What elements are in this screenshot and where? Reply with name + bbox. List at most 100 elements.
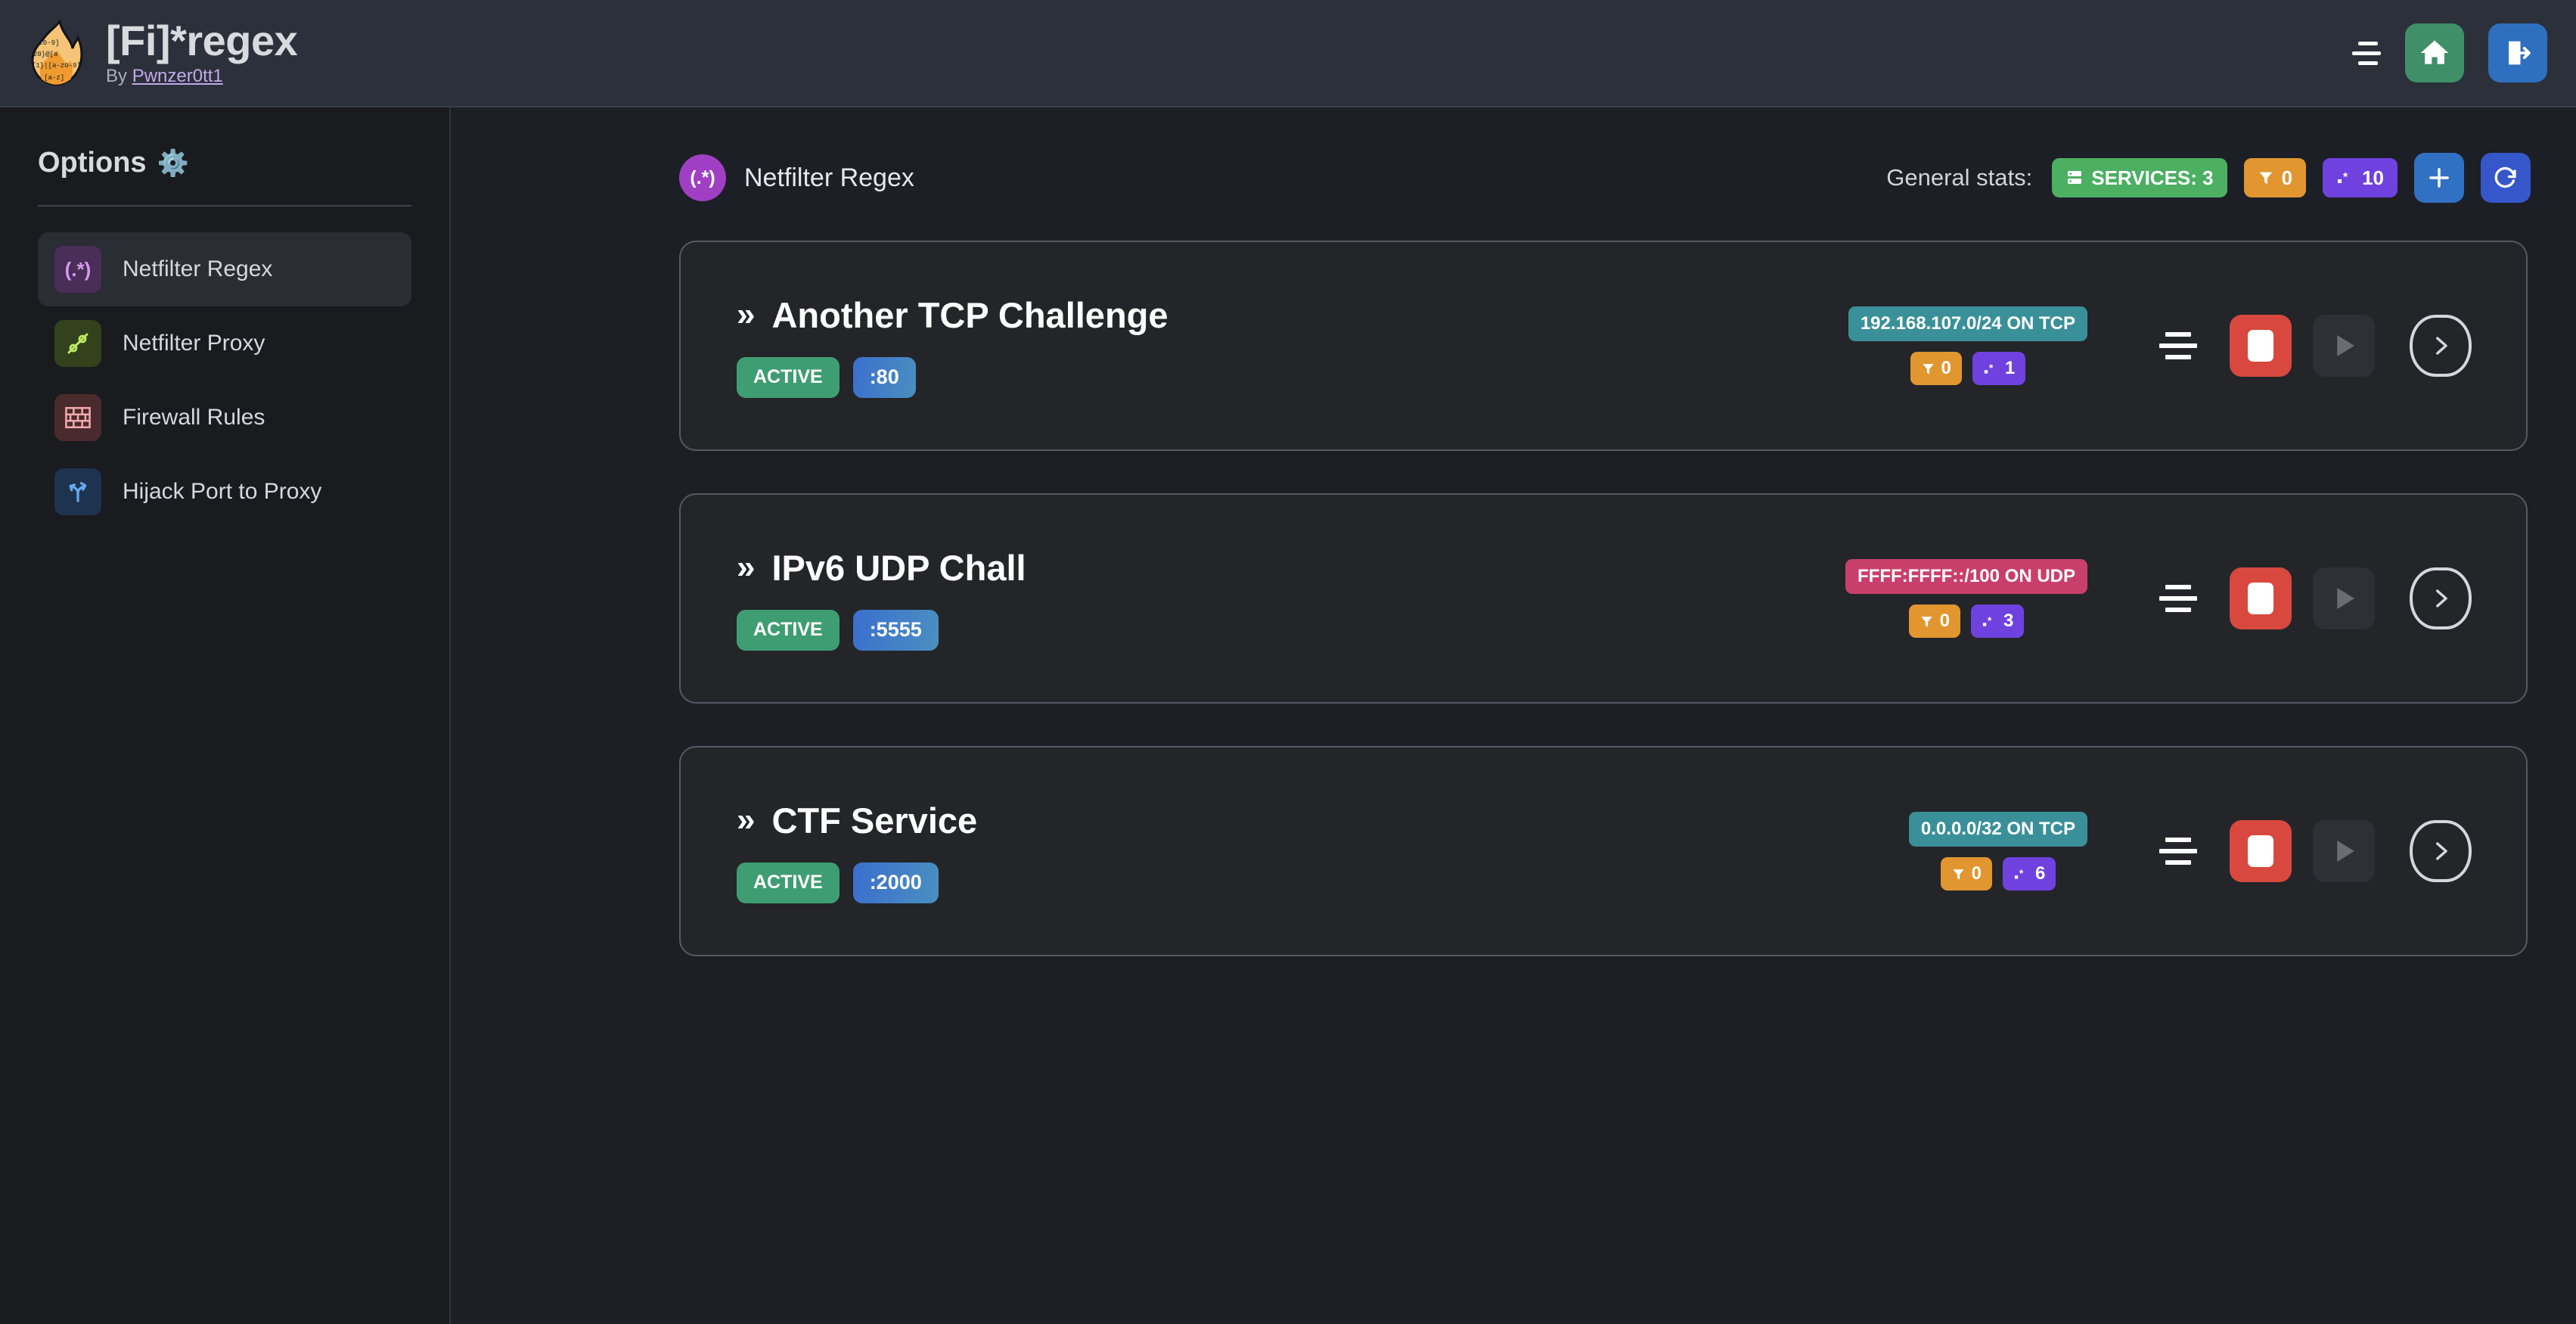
status-badge: ACTIVE [737,862,840,903]
flame-regex-logo-icon: -z0-9] 20}@[a {1}|[a-z0-9] (1 [a-z] [29,19,86,86]
by-prefix: By [106,66,132,87]
chevron-right-icon [2428,834,2453,868]
services-badge: SERVICES: 3 [2052,158,2227,197]
general-stats-label: General stats: [1886,164,2033,191]
svg-text:(1 [a-z]: (1 [a-z] [32,74,64,82]
service-card[interactable]: » CTF Service ACTIVE :2000 0.0.0.0/32 ON… [679,746,2528,956]
service-details-button[interactable] [2410,820,2472,882]
server-icon [2065,169,2084,187]
regex-count-label: 1 [2004,358,2016,378]
regex-dot-star-icon: * [1982,614,1997,629]
double-chevron-icon: » [737,549,756,586]
regex-dot-star-icon: * [2336,169,2354,186]
chevron-right-icon [2428,329,2453,362]
align-justify-icon[interactable] [2148,838,2208,865]
port-badge: :5555 [852,609,939,651]
filter-icon [1951,867,1966,881]
filters-badge: 0 [2243,158,2307,197]
sidebar-item-netfilter-regex[interactable]: (.*) Netfilter Regex [38,232,411,306]
brand: -z0-9] 20}@[a {1}|[a-z0-9] (1 [a-z] [Fi]… [29,18,298,88]
filter-icon [1920,614,1934,629]
service-title: » IPv6 UDP Chall [737,547,1026,589]
regex-count-label: 6 [2034,863,2046,884]
home-button[interactable] [2405,23,2464,82]
svg-text:*: * [1988,614,1992,626]
status-badge: ACTIVE [737,609,840,651]
sidebar-item-firewall-rules[interactable]: Firewall Rules [38,381,411,455]
service-card-controls: FFFF:FFFF::/100 ON UDP 0 [1845,559,2472,638]
service-title: » CTF Service [737,800,977,841]
service-name: IPv6 UDP Chall [771,547,1026,588]
svg-text:20}@[a: 20}@[a [33,51,58,58]
network-badge: 192.168.107.0/24 ON TCP [1848,306,2087,341]
chevron-right-icon [2428,582,2453,615]
service-details-button[interactable] [2410,315,2472,377]
app-author: By Pwnzer0tt1 [106,66,297,87]
home-icon [2418,36,2451,70]
svg-text:-z0-9]: -z0-9] [35,39,59,47]
sidebar-title: Options ⚙️ [38,147,411,179]
stop-button[interactable] [2230,567,2292,629]
stop-icon [2248,583,2273,614]
regex-badge: * 10 [2323,158,2398,197]
svg-text:*: * [2343,171,2348,184]
service-card-info: » IPv6 UDP Chall ACTIVE :5555 [737,547,1026,651]
service-network-info: FFFF:FFFF::/100 ON UDP 0 [1845,559,2087,638]
regex-count-badge: * 3 [1971,605,2025,638]
double-chevron-icon: » [737,801,756,838]
service-name: Another TCP Challenge [771,294,1169,335]
stop-button[interactable] [2230,315,2292,377]
play-icon [2328,583,2360,614]
regex-count-label: 3 [2003,611,2014,631]
regex-dot-star-icon: * [1983,362,1999,376]
play-button[interactable] [2313,315,2375,377]
regex-count-badge: * 1 [1972,352,2026,385]
plug-icon [54,320,101,367]
play-icon [2328,330,2360,362]
filters-count-label: 0 [1939,611,1950,631]
general-stats: General stats: SERVICES: 3 [1886,153,2531,203]
service-card[interactable]: » Another TCP Challenge ACTIVE :80 192.1… [679,241,2528,451]
svg-text:*: * [1989,362,1994,374]
stop-button[interactable] [2230,820,2292,882]
service-network-info: 0.0.0.0/32 ON TCP 0 [1908,812,2087,890]
gear-icon: ⚙️ [157,148,189,178]
regex-icon-glyph: (.*) [64,257,92,281]
author-link[interactable]: Pwnzer0tt1 [132,66,223,87]
double-chevron-icon: » [737,296,756,333]
refresh-button[interactable] [2481,153,2531,203]
filters-badge-label: 0 [2281,166,2293,189]
service-card-controls: 192.168.107.0/24 ON TCP 0 [1848,306,2472,385]
sidebar: Options ⚙️ (.*) Netfilter Regex Netfilte… [0,107,451,1324]
filter-icon [1921,362,1935,376]
regex-circle-icon: (.*) [679,154,726,201]
play-button[interactable] [2313,820,2375,882]
logout-icon [2502,37,2534,69]
service-network-info: 192.168.107.0/24 ON TCP 0 [1848,306,2087,385]
play-button[interactable] [2313,567,2375,629]
play-icon [2328,835,2360,867]
services-badge-label: SERVICES: 3 [2091,166,2214,189]
align-justify-icon[interactable] [2148,332,2208,359]
header-actions [2346,23,2547,82]
add-service-button[interactable] [2414,153,2464,203]
align-justify-icon[interactable] [2148,585,2208,612]
filters-count-badge: 0 [1908,605,1960,638]
regex-badge-label: 10 [2362,166,2384,189]
sidebar-item-netfilter-proxy[interactable]: Netfilter Proxy [38,306,411,381]
sidebar-item-label: Hijack Port to Proxy [123,479,322,504]
sidebar-item-label: Netfilter Regex [123,256,273,281]
brick-wall-icon [54,394,101,441]
service-card-info: » CTF Service ACTIVE :2000 [737,800,977,903]
sidebar-item-hijack-port-to-proxy[interactable]: Hijack Port to Proxy [38,455,411,529]
network-badge: FFFF:FFFF::/100 ON UDP [1845,559,2087,594]
stop-icon [2248,835,2273,867]
logout-button[interactable] [2488,23,2547,82]
network-badge: 0.0.0.0/32 ON TCP [1908,812,2087,847]
service-name: CTF Service [771,800,978,841]
hamburger-menu-icon[interactable] [2346,38,2381,68]
sidebar-divider [38,205,411,207]
service-details-button[interactable] [2410,567,2472,629]
sidebar-item-label: Firewall Rules [123,405,265,430]
service-card[interactable]: » IPv6 UDP Chall ACTIVE :5555 FFFF:FFFF:… [679,493,2528,704]
